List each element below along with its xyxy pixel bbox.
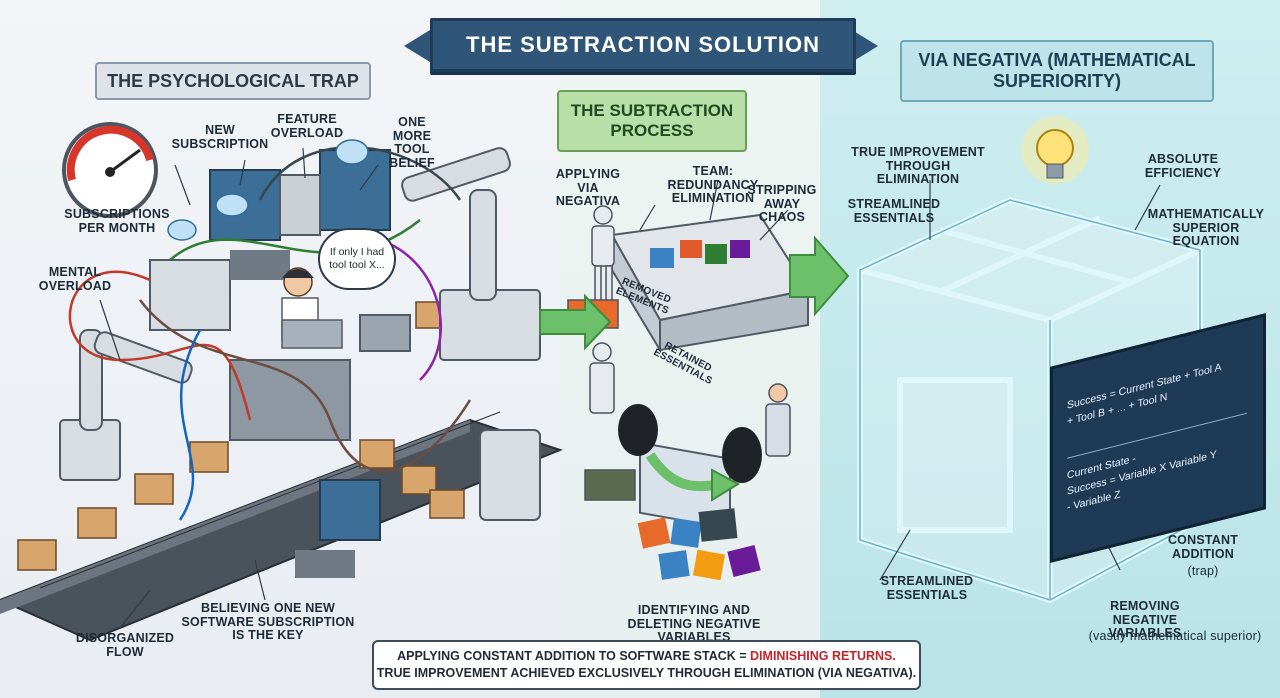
footer-summary: APPLYING CONSTANT ADDITION TO SOFTWARE S… (372, 640, 921, 690)
banner-ribbon-left (404, 30, 430, 62)
label-streamlined-top: STREAMLINED ESSENTIALS (847, 197, 941, 225)
label-removing-negative: REMOVING NEGATIVE VARIABLES (1108, 599, 1182, 640)
main-title-banner: THE SUBTRACTION SOLUTION (430, 18, 856, 72)
label-one-more-tool: ONE MORE TOOL BELIEF (389, 115, 435, 170)
stressed-worker (281, 267, 343, 349)
thought-bubble: If only I had tool tool X... (318, 228, 396, 290)
label-believing-new-subscription: BELIEVING ONE NEW SOFTWARE SUBSCRIPTION … (181, 601, 355, 642)
footer-line-1-prefix: APPLYING CONSTANT ADDITION TO SOFTWARE S… (397, 649, 751, 664)
section-trap-title: THE PSYCHOLOGICAL TRAP (95, 62, 371, 100)
label-subscriptions-per-month: SUBSCRIPTIONS PER MONTH (64, 207, 170, 235)
label-true-improvement: TRUE IMPROVEMENT THROUGH ELIMINATION (851, 145, 985, 186)
label-math-superior: MATHEMATICALLY SUPERIOR EQUATION (1147, 207, 1265, 248)
label-team-redundancy: TEAM: REDUNDANCY ELIMINATION (667, 164, 759, 205)
subscriptions-gauge (62, 122, 158, 218)
footer-line-1: APPLYING CONSTANT ADDITION TO SOFTWARE S… (374, 648, 919, 665)
label-feature-overload: FEATURE OVERLOAD (270, 112, 344, 140)
label-stripping-chaos: STRIPPING AWAY CHAOS (747, 183, 817, 224)
label-identifying-negative: IDENTIFYING AND DELETING NEGATIVE VARIAB… (627, 603, 761, 644)
deleted-icons-pile (637, 508, 761, 581)
flow-arrows (539, 235, 850, 502)
label-trap-note: (trap) (1187, 564, 1219, 578)
trash-bags (618, 404, 762, 483)
label-constant-addition: CONSTANT ADDITION (1167, 533, 1239, 561)
robot-arm-right (401, 147, 541, 521)
label-disorganized-flow: DISORGANIZED FLOW (75, 631, 175, 659)
sorting-bins (610, 213, 810, 530)
label-applying-via-negativa: APPLYING VIA NEGATIVA (555, 167, 621, 208)
lightbulb-icon (1021, 116, 1089, 184)
footer-highlight: DIMINISHING RETURNS. (750, 649, 896, 664)
banner-ribbon-right (852, 30, 878, 62)
footer-line-2: TRUE IMPROVEMENT ACHIEVED EXCLUSIVELY TH… (376, 666, 917, 680)
section-process-title: THE SUBTRACTION PROCESS (557, 90, 747, 152)
cloud-icons (167, 139, 369, 241)
section-via-title: VIA NEGATIVA (MATHEMATICAL SUPERIORITY) (900, 40, 1214, 102)
label-new-subscription: NEW SUBSCRIPTION (171, 123, 269, 151)
label-vastly-note: (vastly mathematical superior) (1088, 629, 1262, 643)
label-streamlined-bottom: STREAMLINED ESSENTIALS (880, 574, 974, 602)
label-absolute-efficiency: ABSOLUTE EFFICIENCY (1144, 152, 1222, 180)
label-mental-overload: MENTAL OVERLOAD (38, 265, 112, 293)
